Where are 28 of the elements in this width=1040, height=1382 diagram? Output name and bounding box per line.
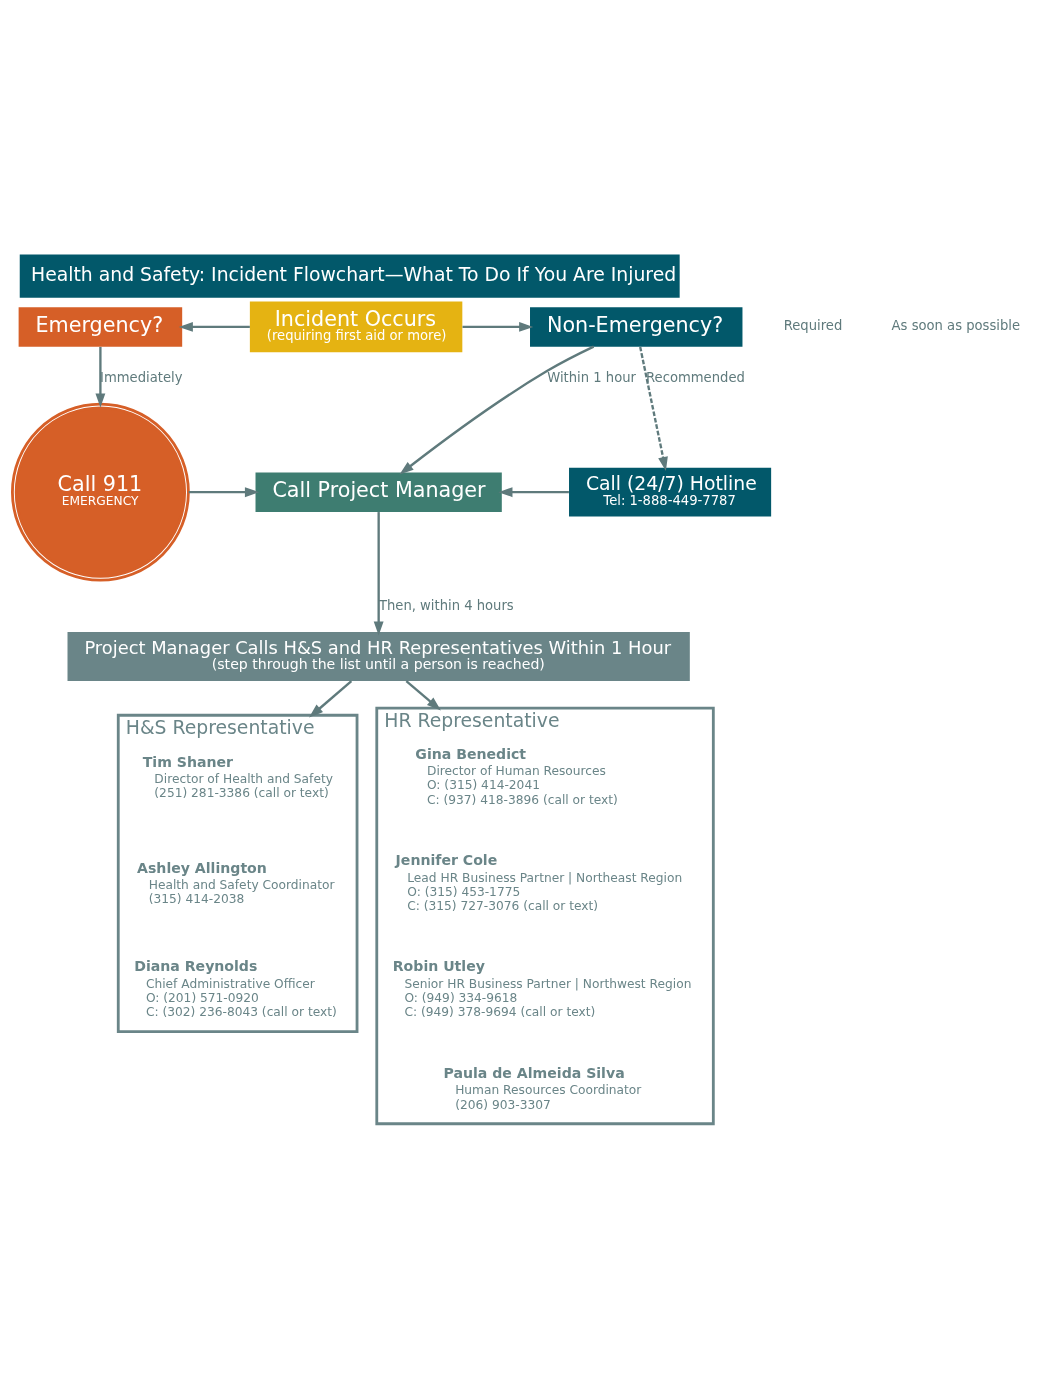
node-box: Non-Emergency? [530,307,743,347]
node-box: Incident Occurs (requiring first aid or more) [249,301,463,353]
node-text: Paula de Almeida Silva Human Resources Coordinator (206) 903-3307 [443,1065,642,1112]
label: Required [783,318,843,334]
arrow [95,346,106,408]
node-box: Emergency? [18,307,183,347]
node-text: Jennifer Cole Lead HR Business Partner | Northeast Region O: (315) 453-1775 C: (315) 727-3076 (call or text) [395,852,683,913]
edge-label: Within 1 hour [547,369,636,385]
node-box: Project Manager Calls H&S and HR Representatives Within 1 Hour (step through the list until a person is reached) [67,632,690,681]
node-box: Call (24/7) Hotline Tel: 1-888-449-7787 [569,467,772,517]
arrow [399,345,595,475]
arrow [405,680,441,711]
node-text: Robin Utley Senior HR Business Partner | Northwest Region O: (949) 334-9618 C: (949) 378-9694 (call or text) [392,958,692,1019]
label: As soon as possible [891,318,1021,334]
arrow [188,487,260,498]
node-box: Call Project Manager [255,472,502,512]
arrow [373,512,384,636]
arrow [178,321,250,332]
node-text: Diana Reynolds Chief Administrative Officer O: (201) 571-0920 C: (302) 236-8043 (call or text) [134,958,337,1019]
node-text: Tim Shaner Director of Health and Safety (251) 281-3386 (call or text) [142,753,333,800]
node-text: Gina Benedict Director of Human Resources O: (315) 414-2041 C: (937) 418-3896 (call or text) [415,745,618,807]
node-text: Ashley Allington Health and Safety Coordinator (315) 414-2038 [137,859,335,907]
arrow [462,321,534,332]
arrow [498,487,569,498]
arrow [639,346,668,472]
arrow [309,680,353,718]
edge-label: Recommended [646,369,745,385]
diagram-title: Health and Safety: Incident Flowchart—What To Do If You Are Injured [31,263,677,285]
